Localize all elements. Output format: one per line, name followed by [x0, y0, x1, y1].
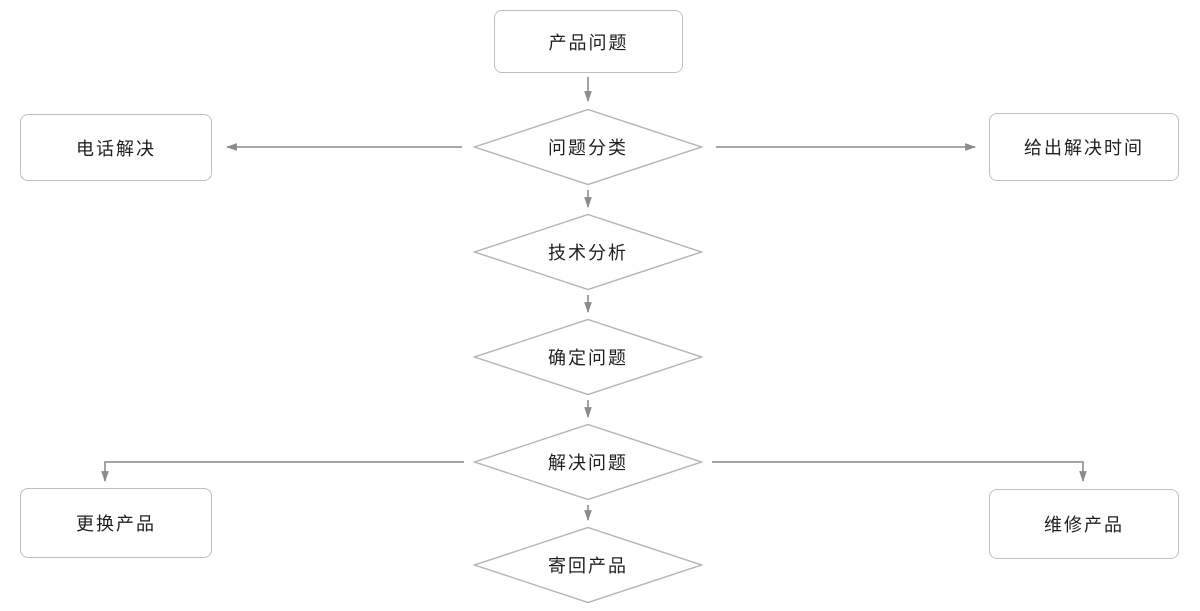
edge-solve-to-repair — [712, 461, 1087, 483]
node-replace-product-label: 更换产品 — [76, 514, 156, 535]
node-return-product-label: 寄回产品 — [548, 556, 628, 577]
node-give-time-label: 给出解决时间 — [1024, 138, 1144, 159]
node-product-problem-label: 产品问题 — [548, 32, 629, 54]
node-tech-analysis-label: 技术分析 — [548, 243, 628, 264]
node-phone-resolve-label: 电话解决 — [76, 138, 156, 160]
diamond-shape — [472, 108, 704, 186]
node-solve-problem[interactable]: 解决问题 — [472, 423, 704, 501]
node-confirm-problem-label: 确定问题 — [548, 348, 628, 369]
node-return-product[interactable]: 寄回产品 — [472, 526, 704, 604]
node-replace-product[interactable]: 更换产品 — [20, 488, 212, 558]
node-product-problem[interactable]: 产品问题 — [494, 10, 683, 73]
node-phone-resolve[interactable]: 电话解决 — [20, 114, 212, 181]
node-solve-problem-label: 解决问题 — [548, 453, 628, 474]
node-problem-classify-label: 问题分类 — [548, 138, 628, 159]
node-tech-analysis[interactable]: 技术分析 — [472, 213, 704, 291]
node-problem-classify[interactable]: 问题分类 — [472, 108, 704, 186]
diamond-shape — [472, 423, 704, 501]
node-give-time[interactable]: 给出解决时间 — [989, 113, 1179, 181]
diamond-shape — [472, 213, 704, 291]
diamond-shape — [472, 526, 704, 604]
node-repair-product[interactable]: 维修产品 — [989, 489, 1179, 559]
node-repair-product-label: 维修产品 — [1044, 515, 1124, 536]
diamond-shape — [472, 318, 704, 396]
edge-solve-to-replace — [101, 461, 464, 483]
node-confirm-problem[interactable]: 确定问题 — [472, 318, 704, 396]
